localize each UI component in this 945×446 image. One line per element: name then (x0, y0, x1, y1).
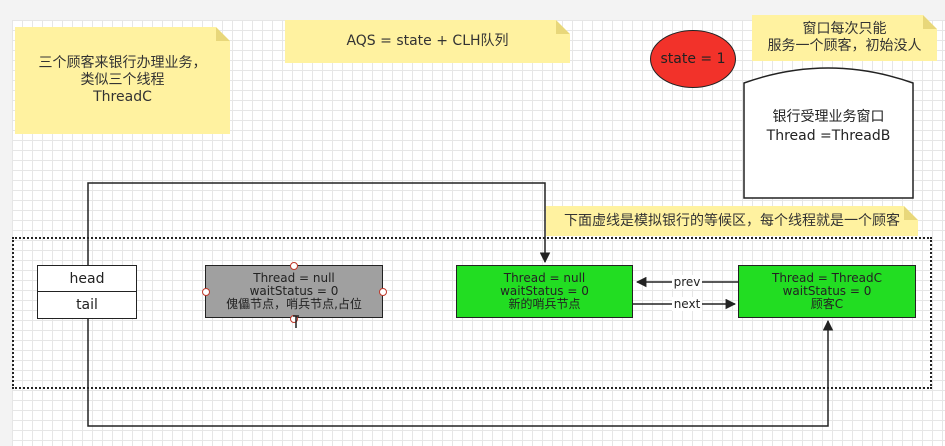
text-cursor-icon (293, 315, 299, 328)
note-wait-area-text: 下面虚线是模拟银行的等候区，每个线程就是一个顾客 (564, 212, 900, 229)
note-customers-line-3: ThreadC (93, 89, 152, 105)
node-dummy-waitstatus: waitStatus = 0 (249, 284, 339, 298)
selection-handle-right[interactable] (379, 288, 387, 296)
note-aqs-text: AQS = state + CLH队列 (346, 33, 509, 49)
prev-label-bg (672, 275, 702, 289)
note-window-tip-line-2: 服务一个顾客，初始没人 (767, 38, 922, 54)
tail-label: tail (76, 297, 98, 313)
service-window-shape (743, 67, 914, 199)
note-wait-area: 下面虚线是模拟银行的等候区，每个线程就是一个顾客 (546, 206, 918, 236)
waiting-area (12, 237, 932, 389)
node-threadC[interactable]: Thread = ThreadC waitStatus = 0 顾客C (738, 265, 916, 318)
node-dummy-desc: 傀儡节点，哨兵节点,占位 (226, 297, 362, 311)
state-oval-label: state = 1 (660, 51, 726, 67)
tail-arrow (87, 319, 834, 427)
node-sentinel-waitstatus: waitStatus = 0 (500, 284, 589, 298)
next-label: next (674, 297, 701, 311)
note-aqs: AQS = state + CLH队列 (285, 20, 570, 63)
prev-label: prev (674, 275, 701, 289)
service-window-title: 银行受理业务窗口 (772, 109, 885, 125)
tail-pointer: tail (37, 291, 137, 319)
node-sentinel[interactable]: Thread = null waitStatus = 0 新的哨兵节点 (456, 265, 633, 318)
node-threadC-desc: 顾客C (810, 297, 844, 311)
note-window-tip: 窗口每次只能 服务一个顾客，初始没人 (752, 15, 937, 61)
service-window: 银行受理业务窗口 Thread =ThreadB (743, 108, 914, 146)
node-dummy-thread: Thread = null (253, 271, 335, 285)
head-label: head (69, 271, 105, 287)
head-arrow (87, 182, 551, 265)
note-window-tip-line-1: 窗口每次只能 (802, 21, 887, 37)
next-label-bg (672, 297, 702, 311)
selection-handle-left[interactable] (202, 288, 210, 296)
node-sentinel-thread: Thread = null (503, 271, 586, 285)
service-window-thread: Thread =ThreadB (766, 128, 891, 144)
state-oval: state = 1 (650, 30, 736, 88)
note-customers-line-1: 三个顾客来银行办理业务， (38, 55, 207, 71)
selection-handle-top[interactable] (290, 262, 298, 270)
node-threadC-waitstatus: waitStatus = 0 (782, 284, 872, 298)
note-customers-line-2: 类似三个线程 (80, 72, 165, 88)
node-dummy[interactable]: Thread = null waitStatus = 0 傀儡节点，哨兵节点,占… (205, 265, 383, 318)
node-sentinel-desc: 新的哨兵节点 (508, 297, 581, 311)
node-threadC-thread: Thread = ThreadC (772, 271, 882, 285)
note-customers: 三个顾客来银行办理业务， 类似三个线程 ThreadC (15, 27, 230, 134)
